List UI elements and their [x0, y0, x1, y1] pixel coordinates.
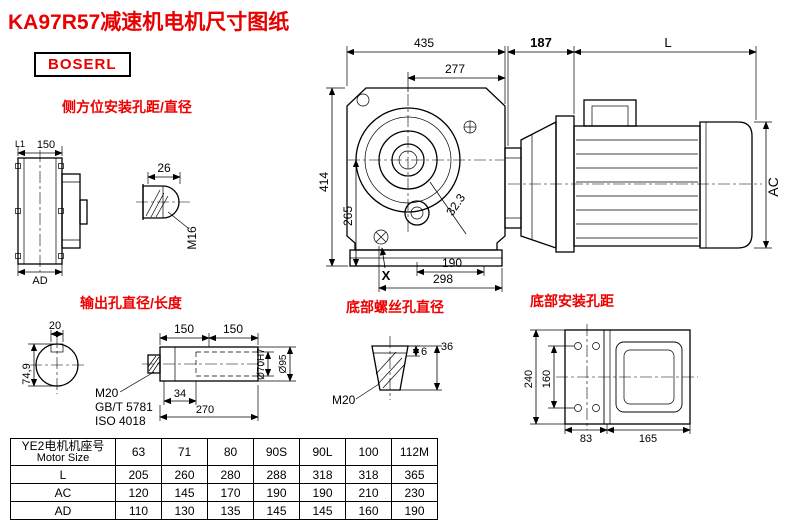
- motor-side-view: [504, 99, 762, 253]
- dim-74-9: 74,9: [21, 363, 33, 384]
- table-header-motor-size: YE2电机机座号 Motor Size: [10, 438, 116, 466]
- row-label-AD: AD: [10, 501, 116, 520]
- table-cell: 145: [161, 483, 208, 502]
- table-row-AC: AC 120 145 170 190 190 210 230: [10, 483, 438, 502]
- table-cell: 318: [299, 465, 346, 484]
- table-header-cn: YE2电机机座号: [21, 438, 105, 453]
- dim-AC: AC: [765, 177, 781, 196]
- dim-150b: 150: [223, 322, 243, 336]
- dim-70H7: Ø70H7: [256, 348, 267, 380]
- standard-iso: ISO 4018: [95, 414, 146, 428]
- dim-36: 36: [441, 341, 453, 353]
- col-frame-63: 63: [115, 438, 162, 466]
- table-cell: 288: [253, 465, 300, 484]
- dim-M20-screw: M20: [332, 393, 356, 407]
- side-mount-view: L1 150 AD: [15, 139, 88, 287]
- brand-logo: BOSERL: [34, 52, 131, 77]
- bottom-mount-view: 240 160 83 165: [523, 324, 698, 445]
- col-frame-90L: 90L: [299, 438, 346, 466]
- dim-187: 187: [530, 35, 552, 50]
- main-view-dimensions: 435 277 414 265 32.3 190 298 X: [317, 36, 506, 292]
- dim-20: 20: [49, 320, 61, 332]
- table-cell: 110: [115, 501, 162, 520]
- table-cell: 170: [207, 483, 254, 502]
- fan-cowl: [699, 121, 753, 249]
- dim-AD: AD: [32, 275, 47, 287]
- col-frame-90S: 90S: [253, 438, 300, 466]
- shaft-end-detail: 26 M16: [136, 161, 199, 250]
- dim-150a: 150: [174, 322, 194, 336]
- col-frame-100: 100: [345, 438, 392, 466]
- dim-L1: L1: [15, 139, 25, 149]
- table-row-L: L 205 260 280 288 318 318 365: [10, 465, 438, 484]
- dim-M20-output: M20: [95, 386, 119, 400]
- table-cell: 135: [207, 501, 254, 520]
- table-cell: 230: [391, 483, 438, 502]
- motor-view-dimensions: 187 L AC: [507, 35, 781, 249]
- dim-x-mark: X: [382, 268, 391, 283]
- standard-gb: GB/T 5781: [95, 400, 153, 414]
- dim-277: 277: [445, 62, 465, 76]
- dim-6: 6: [421, 346, 427, 358]
- dim-83: 83: [580, 433, 592, 445]
- dim-M16: M16: [185, 226, 199, 250]
- motor-body: [573, 125, 701, 247]
- dim-L: L: [664, 35, 671, 50]
- table-cell: 205: [115, 465, 162, 484]
- table-cell: 190: [299, 483, 346, 502]
- table-header-en: Motor Size: [36, 451, 90, 464]
- motor-size-table: YE2电机机座号 Motor Size 63 71 80 90S 90L 100…: [10, 438, 438, 520]
- dim-435: 435: [414, 36, 434, 50]
- dim-160: 160: [541, 370, 553, 388]
- dim-26: 26: [157, 161, 171, 175]
- x-marked-hole: [373, 229, 389, 245]
- row-label-L: L: [10, 465, 116, 484]
- dim-165: 165: [639, 433, 657, 445]
- dim-240: 240: [523, 370, 535, 388]
- table-cell: 130: [161, 501, 208, 520]
- dim-414: 414: [317, 172, 331, 192]
- dim-270: 270: [196, 404, 214, 416]
- table-cell: 260: [161, 465, 208, 484]
- table-cell: 190: [253, 483, 300, 502]
- lower-bearing-hole: [404, 200, 430, 226]
- plug-hole: [356, 93, 370, 107]
- main-front-view: [346, 87, 506, 267]
- page-title: KA97R57减速机电机尺寸图纸: [8, 11, 290, 34]
- row-label-AC: AC: [10, 483, 116, 502]
- col-frame-71: 71: [161, 438, 208, 466]
- dim-265: 265: [341, 206, 355, 226]
- label-bottom-mount: 底部安装孔距: [530, 293, 614, 309]
- label-side-mount: 侧方位安装孔距/直径: [62, 99, 192, 115]
- table-cell: 160: [345, 501, 392, 520]
- col-frame-80: 80: [207, 438, 254, 466]
- table-row-AD: AD 110 130 135 145 145 160 190: [10, 501, 438, 520]
- dim-298: 298: [433, 272, 453, 286]
- table-cell: 145: [253, 501, 300, 520]
- col-frame-112M: 112M: [391, 438, 438, 466]
- dim-34: 34: [174, 388, 186, 400]
- dim-150-side: 150: [37, 139, 55, 151]
- table-cell: 120: [115, 483, 162, 502]
- label-output-hole: 输出孔直径/长度: [80, 295, 183, 311]
- table-cell: 210: [345, 483, 392, 502]
- dim-190: 190: [442, 256, 462, 270]
- table-cell: 365: [391, 465, 438, 484]
- bottom-screw-detail: 6 36 M20: [332, 336, 453, 407]
- label-bottom-screw: 底部螺丝孔直径: [346, 299, 444, 315]
- table-cell: 318: [345, 465, 392, 484]
- table-cell: 190: [391, 501, 438, 520]
- table-cell: 145: [299, 501, 346, 520]
- output-bore-detail: 20 74,9 150 150 34 270 Ø70H7: [21, 320, 296, 428]
- table-cell: 280: [207, 465, 254, 484]
- dim-95: Ø95: [278, 354, 289, 373]
